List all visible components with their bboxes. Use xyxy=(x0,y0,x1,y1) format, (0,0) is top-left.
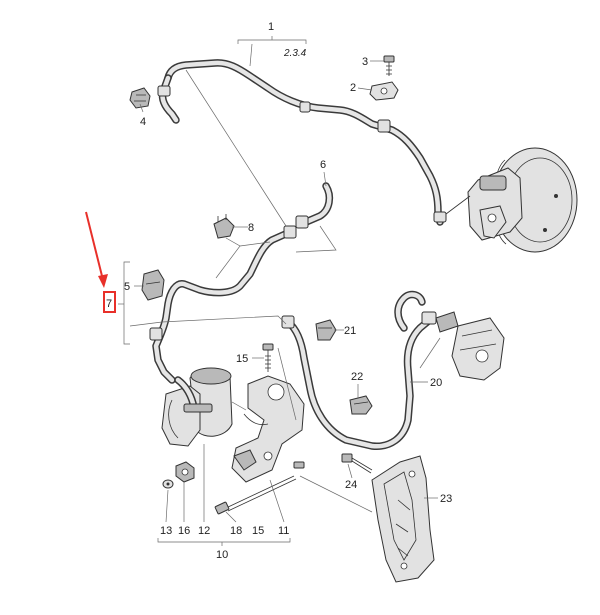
label-3: 3 xyxy=(362,56,368,68)
vacuum-pump xyxy=(161,367,233,447)
clip-part-21 xyxy=(315,319,337,341)
label-16: 16 xyxy=(178,525,190,537)
bolt-part-24 xyxy=(341,453,373,474)
label-22: 22 xyxy=(351,371,363,383)
hose-part-6 xyxy=(295,182,334,229)
label-2: 2 xyxy=(350,82,356,94)
label-15-upper: 15 xyxy=(236,353,248,365)
label-20: 20 xyxy=(430,377,442,389)
leader-lines xyxy=(118,36,441,546)
label-13: 13 xyxy=(160,525,172,537)
nut-part-16 xyxy=(175,461,195,483)
vacuum-line-middle xyxy=(149,225,297,384)
label-15-lower: 15 xyxy=(252,525,264,537)
bracket-part-2 xyxy=(369,81,399,101)
callout-labels: 1 2.3.4 2 3 4 5 6 7 8 21 15 22 20 24 23 … xyxy=(106,21,452,561)
highlight-arrow xyxy=(85,211,108,288)
brake-servo xyxy=(445,147,578,253)
label-4: 4 xyxy=(140,116,146,128)
label-12: 12 xyxy=(198,525,210,537)
label-24: 24 xyxy=(345,479,357,491)
label-7: 7 xyxy=(106,298,112,310)
vacuum-line-right xyxy=(281,290,437,450)
label-23: 23 xyxy=(440,493,452,505)
label-5: 5 xyxy=(124,281,130,293)
bolt-part-18 xyxy=(214,475,297,515)
sleeve-part-5 xyxy=(141,269,165,301)
label-18: 18 xyxy=(230,525,242,537)
label-10: 10 xyxy=(216,549,228,561)
clip-part-4 xyxy=(129,87,151,109)
vacuum-line-upper xyxy=(157,59,447,226)
washer-part-13 xyxy=(162,479,174,489)
vacuum-sensor-right xyxy=(435,311,505,381)
label-21: 21 xyxy=(344,325,356,337)
clip-part-8 xyxy=(213,214,235,239)
bolt-part-15-upper xyxy=(262,343,274,372)
clip-part-22 xyxy=(349,395,373,415)
label-8: 8 xyxy=(248,222,254,234)
label-1-sub: 2.3.4 xyxy=(283,48,307,59)
heat-shield-part-23 xyxy=(371,455,435,583)
pump-bracket xyxy=(231,375,305,483)
label-1: 1 xyxy=(268,21,274,33)
bolt-part-3 xyxy=(383,55,395,76)
label-11: 11 xyxy=(278,525,289,537)
highlight-box xyxy=(103,291,116,313)
label-6: 6 xyxy=(320,159,326,171)
